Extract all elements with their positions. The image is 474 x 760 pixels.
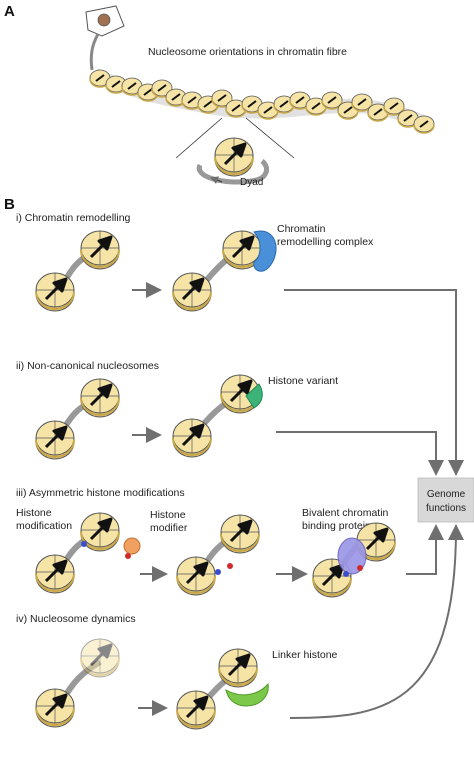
- panel-a-letter: A: [4, 3, 15, 20]
- linker-histone: [225, 682, 269, 707]
- dyad-label: Dyad: [240, 177, 263, 188]
- outcome-line-2: functions: [426, 503, 466, 514]
- dyad-pointer: [210, 176, 223, 184]
- section-ii-after: [172, 374, 263, 458]
- blue-mark-1: [81, 541, 87, 547]
- genome-functions-box: Genome functions: [417, 477, 474, 523]
- section-i-heading: i) Chromatin remodelling: [16, 212, 131, 224]
- linker-histone-label: Linker histone: [272, 649, 338, 661]
- histone-modifier: [123, 537, 141, 555]
- red-mark-1: [125, 553, 131, 559]
- flow-ii: [276, 431, 444, 476]
- zoomed-nucleosome: [196, 137, 270, 185]
- section-ii-before: [35, 378, 120, 460]
- section-iii-step3: [312, 522, 396, 598]
- chromatin-fibre: [89, 68, 435, 134]
- modifier-label-2: modifier: [150, 522, 188, 534]
- histone-mod-label-2: modification: [16, 520, 72, 532]
- red-mark-2: [227, 563, 233, 569]
- flow-iii: [406, 524, 444, 575]
- panel-b-letter: B: [4, 196, 15, 213]
- histone-variant-label: Histone variant: [268, 375, 338, 387]
- remodeller-label-2: remodelling complex: [277, 236, 374, 248]
- section-i-before: [35, 230, 120, 312]
- outcome-line-1: Genome: [427, 489, 466, 500]
- section-i-after: [172, 230, 277, 312]
- section-iv-before: [35, 638, 120, 728]
- red-mark-3: [357, 565, 363, 571]
- section-iv-heading: iv) Nucleosome dynamics: [16, 613, 136, 625]
- flow-iv: [289, 524, 464, 719]
- dynamic-nucleosome: [80, 638, 120, 678]
- nucleus-icon: [85, 5, 125, 71]
- zoom-line-left: [175, 117, 223, 159]
- section-iii-step1: [35, 512, 141, 594]
- modifier-label-1: Histone: [150, 509, 186, 521]
- histone-mod-label-1: Histone: [16, 507, 52, 519]
- bivalent-binding-protein: [337, 537, 367, 575]
- flow-i: [284, 289, 464, 476]
- section-iii-step2: [176, 514, 260, 596]
- remodeller-label-1: Chromatin: [277, 223, 326, 235]
- blue-mark-3: [343, 571, 349, 577]
- zoom-line-right: [245, 117, 295, 159]
- blue-mark-2: [215, 569, 221, 575]
- section-ii-heading: ii) Non-canonical nucleosomes: [16, 360, 159, 372]
- panel-a-title: Nucleosome orientations in chromatin fib…: [148, 46, 347, 58]
- section-iii-heading: iii) Asymmetric histone modifications: [16, 487, 185, 499]
- bivalent-label-2: binding protein: [302, 520, 371, 532]
- bivalent-label-1: Bivalent chromatin: [302, 507, 389, 519]
- remodelling-complex: [253, 230, 277, 272]
- histone-variant: [245, 383, 263, 409]
- section-iv-after: [176, 648, 269, 730]
